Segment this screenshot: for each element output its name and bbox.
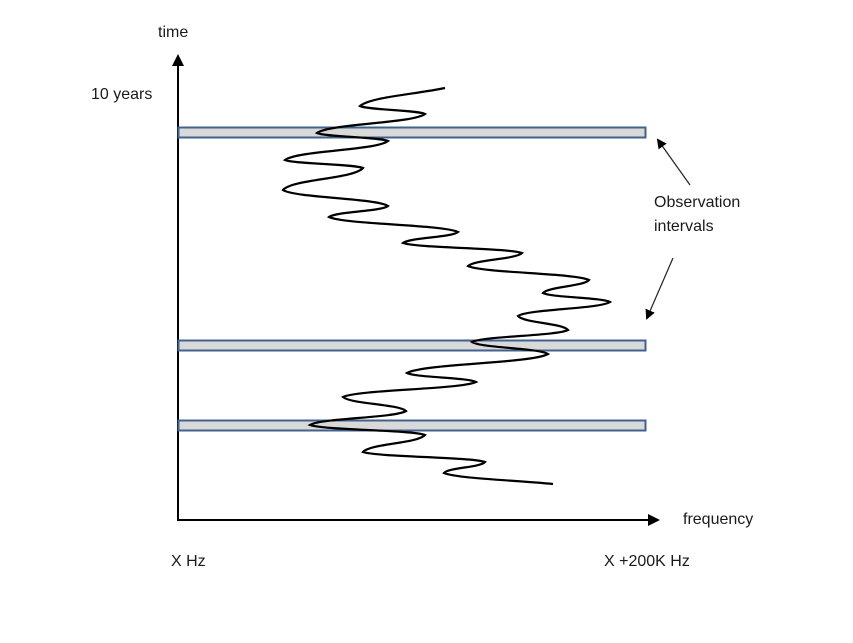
annotation-arrow-bottom [645,257,674,320]
annotation-line-2: intervals [654,218,714,235]
x-axis-label: frequency [683,511,754,528]
observation-interval-top [177,126,647,139]
frequency-drift-curve [281,86,613,486]
annotation-line-1: Observation [654,194,741,211]
x-axis-end-label: X +200K Hz [604,553,690,570]
x-axis-start-label: X Hz [171,553,206,570]
y-axis-label: time [158,24,189,41]
observation-interval-bottom [177,419,647,432]
observation-interval-middle [177,339,647,352]
y-axis-tick-label: 10 years [91,86,153,103]
annotation-arrow-top [656,138,691,186]
